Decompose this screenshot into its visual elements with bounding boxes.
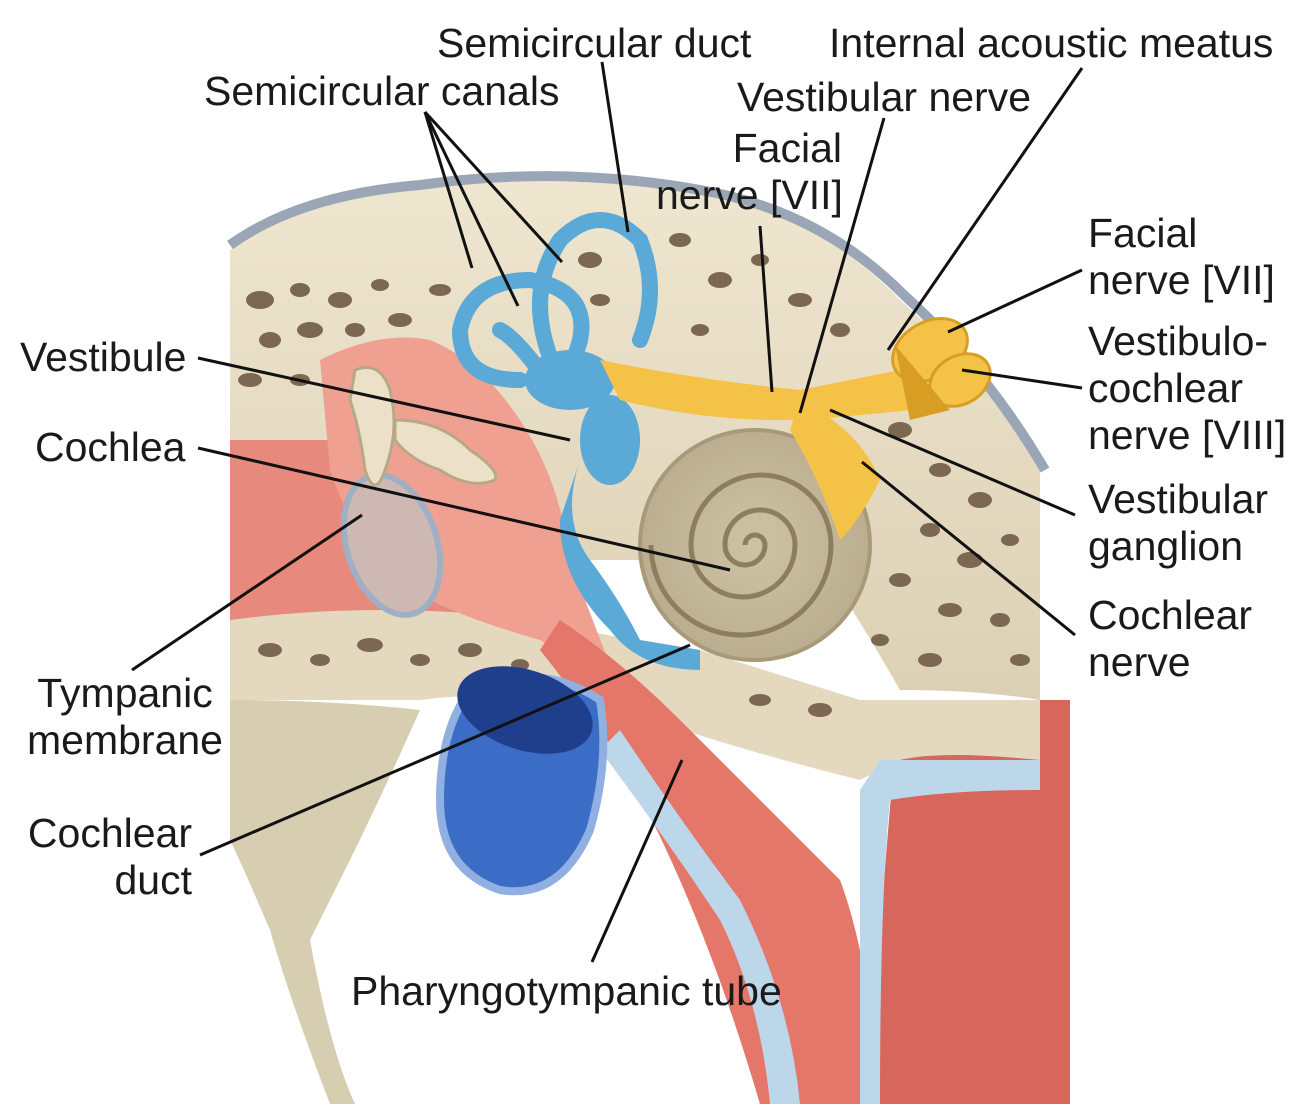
- label-vestibular-ganglion: Vestibular ganglion: [1088, 476, 1268, 570]
- label-internal-acoustic-meatus: Internal acoustic meatus: [829, 20, 1273, 67]
- label-tympanic-membrane: Tympanic membrane: [20, 670, 230, 764]
- label-cochlear-duct: Cochlear duct: [10, 810, 192, 904]
- label-facial-nerve-right: Facial nerve [VII]: [1088, 210, 1275, 304]
- label-facial-nerve-top: Facial nerve [VII]: [656, 125, 842, 219]
- label-cochlea: Cochlea: [35, 424, 185, 471]
- label-semicircular-canals: Semicircular canals: [204, 68, 559, 115]
- carotid-canal: [440, 650, 604, 891]
- label-cochlear-nerve: Cochlear nerve: [1088, 592, 1252, 686]
- label-vestibule: Vestibule: [20, 334, 186, 381]
- label-vestibular-nerve: Vestibular nerve: [737, 74, 1031, 121]
- label-semicircular-duct: Semicircular duct: [437, 20, 751, 67]
- label-vestibulocochlear-nerve: Vestibulo- cochlear nerve [VIII]: [1088, 318, 1286, 459]
- label-pharyngotympanic-tube: Pharyngotympanic tube: [351, 968, 782, 1015]
- temporal-bone-left: [230, 700, 420, 1104]
